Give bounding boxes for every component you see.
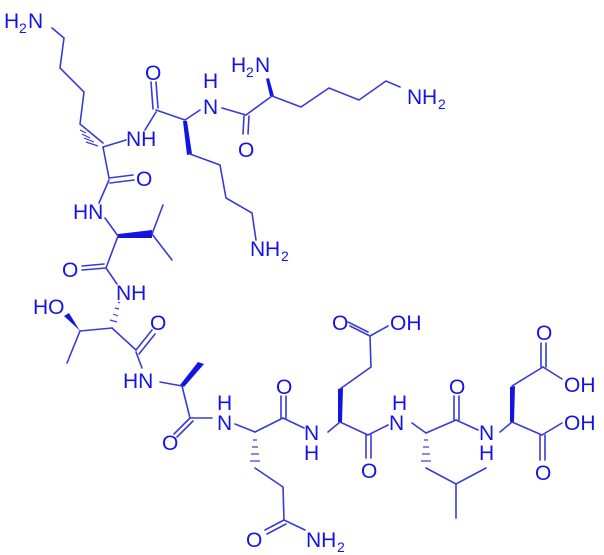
atom-label: N — [304, 422, 319, 445]
atom-subscript: 2 — [19, 20, 27, 36]
atom-label: O — [361, 460, 377, 483]
hash-bond — [250, 439, 260, 462]
atom-label: O — [62, 259, 78, 282]
atom-label: O — [276, 376, 292, 399]
atom-label: OH — [564, 412, 596, 435]
atom-labels: H 2 N NH O O H N O H 2 N N H 2 N H 2 HN … — [4, 10, 596, 555]
atom-label: H — [392, 392, 407, 415]
atom-subscript: 2 — [438, 96, 446, 112]
atom-label: H — [217, 392, 232, 415]
atom-subscript: 2 — [281, 248, 289, 264]
atom-label: N — [28, 10, 43, 33]
atom-label: O — [246, 529, 262, 552]
atom-subscript: 2 — [246, 64, 254, 80]
bonds — [51, 27, 563, 535]
atom-label: N — [255, 54, 270, 77]
atom-label: H — [231, 54, 246, 77]
atom-label: H — [4, 10, 19, 33]
atom-label: HN — [73, 201, 103, 224]
atom-label: H — [304, 442, 319, 465]
atom-subscript: 2 — [337, 539, 345, 555]
atom-label: O — [145, 62, 161, 85]
atom-label: NH — [306, 529, 336, 552]
atom-label: HN — [123, 370, 153, 393]
atom-label: N — [389, 412, 404, 435]
atom-label: O — [136, 168, 152, 191]
hash-bond — [421, 439, 431, 462]
atom-label: N — [217, 412, 232, 435]
atom-label: OH — [390, 312, 422, 335]
atom-label: O — [536, 322, 552, 345]
atom-label: NH — [126, 128, 156, 151]
atom-label: N — [407, 86, 422, 109]
atom-label: HO — [33, 296, 65, 319]
atom-label: O — [449, 376, 465, 399]
atom-label: O — [535, 462, 551, 485]
atom-label: O — [332, 312, 348, 335]
atom-label: OH — [564, 374, 596, 397]
hash-bond — [79, 129, 99, 147]
atom-label: NH — [116, 282, 146, 305]
atom-label: H — [203, 70, 218, 93]
atom-label: H — [422, 86, 437, 109]
hash-bond — [109, 301, 121, 323]
atom-label: H — [479, 442, 494, 465]
atom-label: O — [150, 312, 166, 335]
atom-label: O — [162, 432, 178, 455]
atom-label: N — [203, 96, 218, 119]
atom-label: N — [250, 238, 265, 261]
atom-label: N — [479, 422, 494, 445]
atom-label: H — [265, 238, 280, 261]
atom-label: O — [238, 139, 254, 162]
